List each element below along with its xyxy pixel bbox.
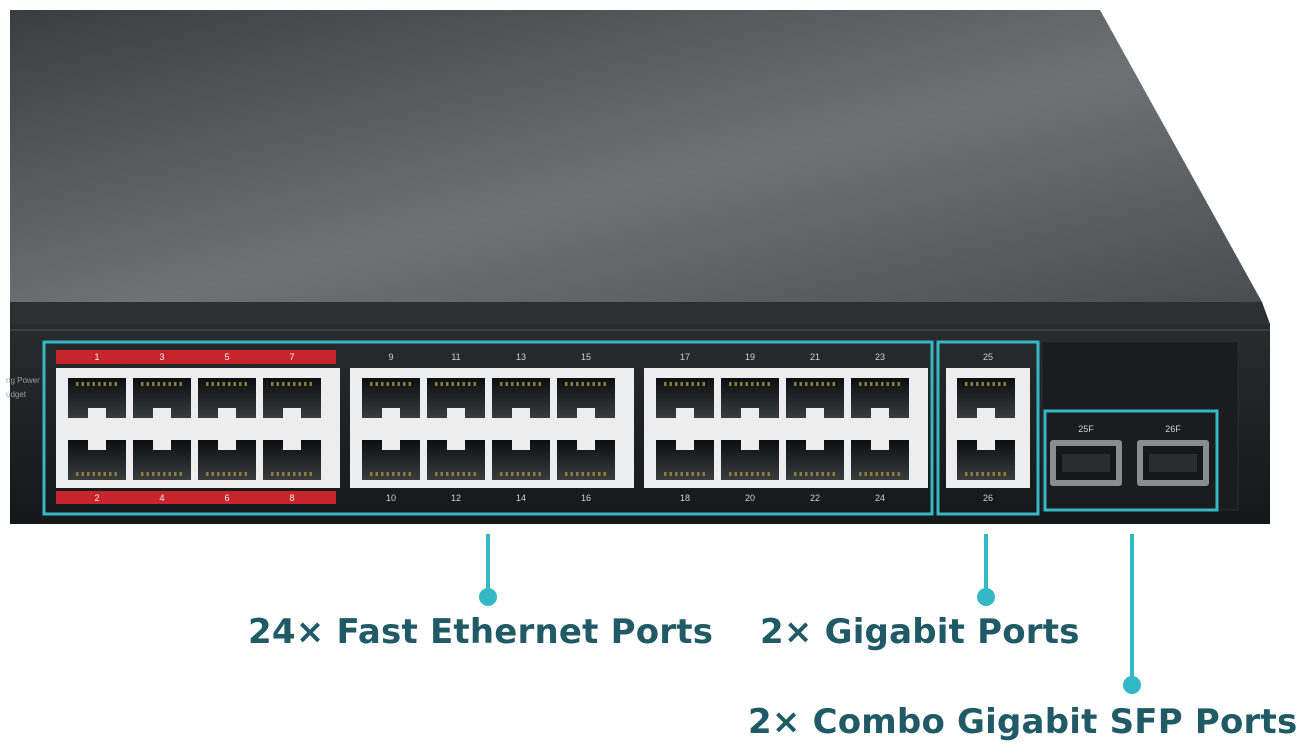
rj45-port (198, 378, 256, 418)
side-text-2: udget (6, 390, 27, 399)
rj45-port (721, 378, 779, 418)
highlight-fast-ethernet (42, 340, 934, 516)
gigabit-top-label: 25 (983, 352, 993, 362)
port-number-bottom: 22 (810, 493, 820, 503)
rj45-port (68, 378, 126, 418)
highlight-sfp (1043, 409, 1219, 512)
sfp-label-26f: 26F (1165, 424, 1181, 434)
port-number-bottom: 6 (224, 493, 229, 503)
rj45-port (656, 440, 714, 480)
rj45-port (492, 440, 550, 480)
rj45-port (427, 440, 485, 480)
rj45-port (133, 378, 191, 418)
highlight-gigabit (936, 340, 1040, 516)
rj45-port (851, 440, 909, 480)
gigabit-bottom-label: 26 (983, 493, 993, 503)
callout-line-fast-ethernet (479, 534, 497, 606)
rj45-port (263, 440, 321, 480)
callout-line-gigabit (977, 534, 995, 606)
poe-highlight-top (56, 350, 336, 364)
port-number-top: 5 (224, 352, 229, 362)
port-number-top: 1 (94, 352, 99, 362)
port-number-bottom: 8 (289, 493, 294, 503)
port-number-top: 13 (516, 352, 526, 362)
side-text-1: ng Power (6, 376, 40, 385)
rj45-port (68, 440, 126, 480)
port-number-top: 11 (451, 352, 460, 362)
rj45-port (492, 378, 550, 418)
rj45-port (263, 378, 321, 418)
gigabit-port-26 (957, 440, 1015, 480)
port-number-bottom: 2 (94, 493, 99, 503)
port-number-bottom: 18 (680, 493, 690, 503)
rj45-port (851, 378, 909, 418)
port-number-bottom: 20 (745, 493, 755, 503)
sfp-port-25f (1050, 440, 1122, 486)
port-number-top: 21 (810, 352, 820, 362)
port-number-top: 19 (745, 352, 755, 362)
port-number-top: 15 (581, 352, 591, 362)
gigabit-port-25 (957, 378, 1015, 418)
port-number-bottom: 12 (451, 493, 461, 503)
port-number-top: 9 (388, 352, 393, 362)
switch-top-edge (10, 302, 1270, 324)
sfp-port-26f (1137, 440, 1209, 486)
port-number-top: 3 (159, 352, 164, 362)
rj45-port (427, 378, 485, 418)
port-number-top: 23 (875, 352, 885, 362)
rj45-port (786, 440, 844, 480)
port-number-bottom: 14 (516, 493, 526, 503)
rj45-port (133, 440, 191, 480)
caption-sfp: 2× Combo Gigabit SFP Ports (748, 702, 1297, 742)
caption-gigabit: 2× Gigabit Ports (760, 612, 1080, 652)
poe-highlight-bottom (56, 491, 336, 504)
caption-fast-ethernet: 24× Fast Ethernet Ports (248, 612, 714, 652)
port-number-top: 17 (680, 352, 690, 362)
port-number-bottom: 4 (159, 493, 164, 503)
rj45-port (721, 440, 779, 480)
port-number-top: 7 (289, 352, 294, 362)
sfp-label-25f: 25F (1078, 424, 1094, 434)
rj45-port (362, 440, 420, 480)
rj45-port (362, 378, 420, 418)
rj45-port (557, 378, 615, 418)
rj45-port (656, 378, 714, 418)
port-number-bottom: 24 (875, 493, 885, 503)
rj45-port (786, 378, 844, 418)
rj45-port (557, 440, 615, 480)
port-number-bottom: 10 (386, 493, 396, 503)
switch-top-cover (10, 10, 1262, 302)
port-number-bottom: 16 (581, 493, 591, 503)
rj45-port (198, 440, 256, 480)
callout-line-sfp (1123, 534, 1141, 694)
